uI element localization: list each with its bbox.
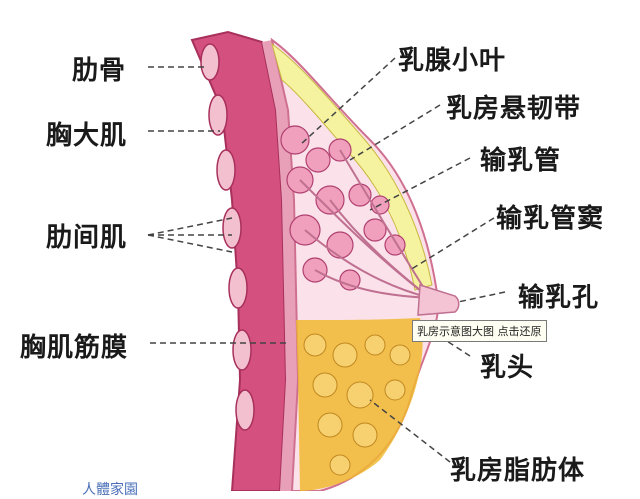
label-rib: 肋骨 bbox=[72, 56, 127, 86]
lactiferous-ducts bbox=[299, 149, 431, 299]
image-tooltip[interactable]: 乳房示意图大图 点击还原 bbox=[412, 320, 547, 342]
label-duct-opening: 输乳孔 bbox=[518, 283, 600, 313]
label-fat: 乳房脂肪体 bbox=[450, 456, 586, 486]
label-pectoralis-major: 胸大肌 bbox=[46, 121, 128, 151]
label-lactiferous-sinus: 输乳管窦 bbox=[496, 204, 605, 234]
rib-cross-sections bbox=[200, 43, 255, 431]
watermark: 人體家園 bbox=[82, 482, 138, 498]
nipple-shape bbox=[417, 283, 460, 316]
leader-lines bbox=[147, 57, 506, 463]
label-pectoral-fascia: 胸肌筋膜 bbox=[20, 333, 129, 363]
label-nipple: 乳头 bbox=[480, 353, 535, 383]
fat-lobules bbox=[303, 333, 411, 476]
label-suspensory-ligament: 乳房悬韧带 bbox=[446, 94, 582, 124]
label-lactiferous-duct: 输乳管 bbox=[480, 146, 562, 176]
label-lobule: 乳腺小叶 bbox=[398, 46, 507, 76]
label-intercostal-muscle: 肋间肌 bbox=[46, 223, 128, 253]
